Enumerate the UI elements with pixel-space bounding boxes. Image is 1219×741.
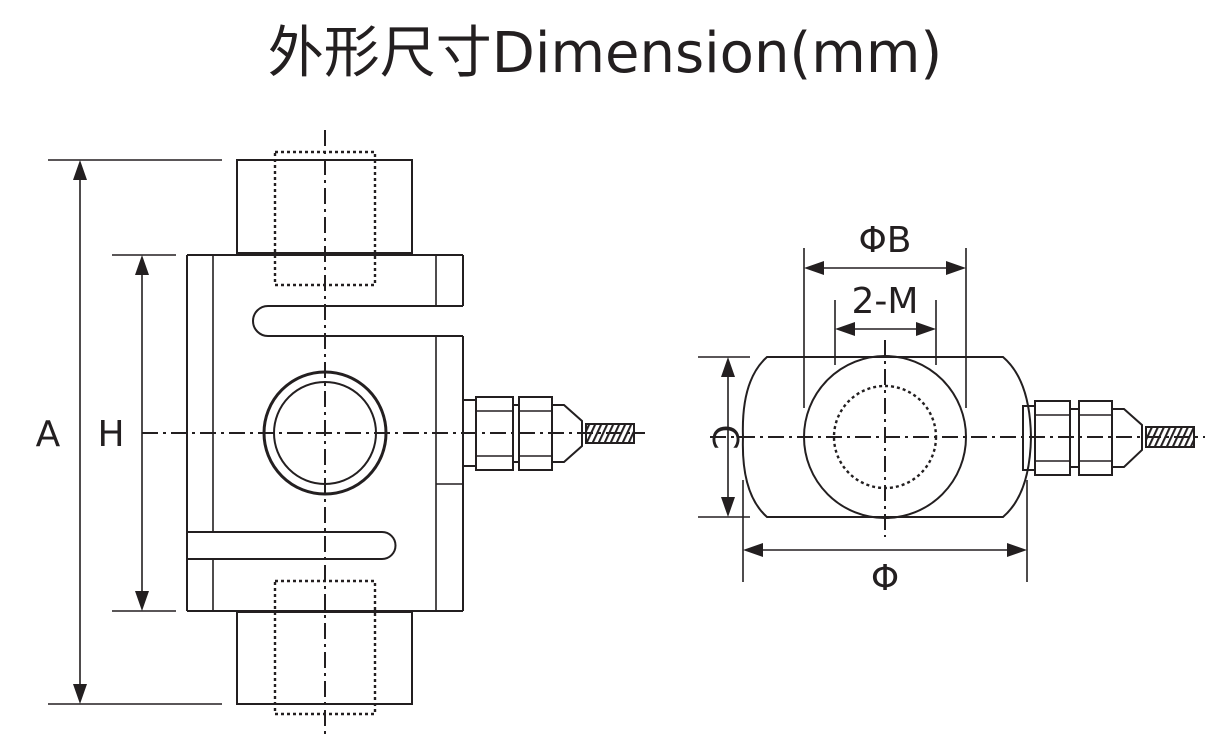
dimension-phi: Φ	[742, 480, 1028, 599]
dimension-2-m: 2-M	[834, 281, 937, 365]
side-body-outline	[741, 356, 1033, 518]
front-cable-gland	[462, 396, 635, 471]
dimension-a-label: A	[36, 414, 61, 455]
side-view: ΦB 2-M C Φ	[698, 220, 1205, 599]
lower-slot	[187, 531, 397, 560]
dimension-2-m-label: 2-M	[852, 281, 919, 322]
upper-slot	[252, 305, 463, 337]
page-title: 外形尺寸Dimension(mm)	[268, 21, 942, 86]
dimension-a: A	[36, 159, 222, 705]
dimension-h-label: H	[97, 414, 124, 455]
dimension-phi-b: ΦB	[803, 220, 967, 408]
dimension-phi-label: Φ	[871, 558, 899, 599]
front-view: A H	[36, 130, 645, 735]
dimension-h: H	[97, 254, 176, 612]
dimension-c-label: C	[704, 424, 745, 449]
dimension-c: C	[698, 356, 750, 518]
dimension-phi-b-label: ΦB	[858, 220, 911, 261]
